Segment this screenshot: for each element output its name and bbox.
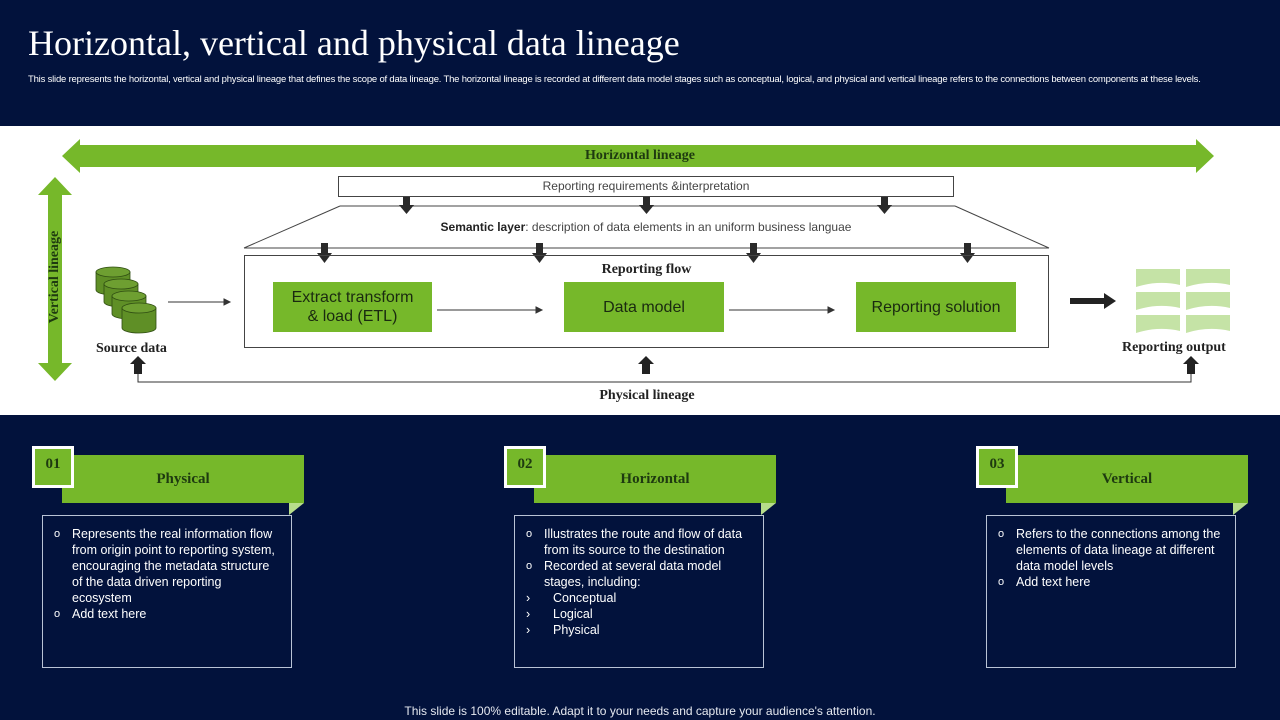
card-physical: Physical 01 Represents the real informat…	[32, 446, 312, 670]
card-title: Horizontal	[534, 455, 776, 503]
banner-fold	[761, 503, 776, 515]
up-arrows-physical	[130, 356, 1199, 374]
up-arrow-icon	[638, 356, 654, 374]
physical-lineage-line	[137, 372, 1192, 383]
bullet-item: Add text here	[997, 574, 1225, 590]
up-arrow-icon	[1183, 356, 1199, 374]
banner-fold	[1233, 503, 1248, 515]
down-arrow-icon	[532, 243, 547, 263]
card-body: Illustrates the route and flow of data f…	[514, 515, 764, 668]
down-arrows-semantic	[317, 243, 975, 263]
vertical-lineage-label: Vertical lineage	[47, 230, 62, 324]
semantic-layer-label: Semantic layer	[440, 220, 526, 234]
card-number: 03	[976, 446, 1018, 488]
semantic-layer-description: : description of data elements in an uni…	[525, 220, 852, 234]
reporting-output-label: Reporting output	[1122, 340, 1226, 355]
bullet-item: Add text here	[53, 606, 281, 622]
card-number: 01	[32, 446, 74, 488]
sub-bullet-item: Conceptual	[525, 590, 753, 606]
card-body: Represents the real information flow fro…	[42, 515, 292, 668]
up-arrow-icon	[130, 356, 146, 374]
page-title: Horizontal, vertical and physical data l…	[28, 23, 680, 63]
down-arrow-icon	[317, 243, 332, 263]
bullet-item: Illustrates the route and flow of data f…	[525, 526, 753, 558]
sub-bullet-item: Logical	[525, 606, 753, 622]
semantic-right-line	[954, 205, 1050, 249]
arrowhead-icon	[827, 306, 836, 314]
down-arrow-icon	[639, 195, 654, 214]
database-stack-icon	[95, 266, 157, 334]
arrowhead-icon	[223, 298, 232, 306]
step-etl: Extract transform & load (ETL)	[273, 282, 432, 332]
bullet-item: Recorded at several data model stages, i…	[525, 558, 753, 590]
reporting-flow-box	[244, 255, 1049, 348]
bullet-item: Represents the real information flow fro…	[53, 526, 281, 606]
down-arrow-icon	[746, 243, 761, 263]
card-vertical: Vertical 03 Refers to the connections am…	[976, 446, 1256, 670]
physical-lineage-label: Physical lineage	[599, 388, 695, 403]
source-data-label: Source data	[96, 341, 167, 356]
card-title: Physical	[62, 455, 304, 503]
card-title: Vertical	[1006, 455, 1248, 503]
flow-connectors	[168, 298, 836, 314]
down-arrow-icon	[399, 195, 414, 214]
footer-note: This slide is 100% editable. Adapt it to…	[404, 704, 876, 718]
down-arrow-icon	[877, 195, 892, 214]
page-subtitle: This slide represents the horizontal, ve…	[28, 74, 1201, 85]
sub-bullet-item: Physical	[525, 622, 753, 638]
step-data-model: Data model	[564, 282, 724, 332]
lineage-diagram: Horizontal lineage Vertical lineage Repo…	[0, 126, 1280, 415]
horizontal-lineage-label: Horizontal lineage	[584, 148, 696, 163]
bullet-item: Refers to the connections among the elem…	[997, 526, 1225, 574]
header: Horizontal, vertical and physical data l…	[0, 0, 1280, 126]
horizontal-lineage-arrow	[62, 139, 1214, 173]
down-arrows-requirements	[399, 195, 892, 214]
semantic-layer-text: Semantic layer: description of data elem…	[244, 220, 1048, 234]
vertical-lineage-arrow	[38, 177, 72, 381]
card-body: Refers to the connections among the elem…	[986, 515, 1236, 668]
card-number: 02	[504, 446, 546, 488]
step-reporting-solution: Reporting solution	[856, 282, 1016, 332]
down-arrow-icon	[960, 243, 975, 263]
report-grid-icon	[1136, 269, 1230, 333]
banner-fold	[289, 503, 304, 515]
reporting-flow-title: Reporting flow	[601, 262, 692, 277]
arrowhead-icon	[535, 306, 544, 314]
card-horizontal: Horizontal 02 Illustrates the route and …	[504, 446, 784, 670]
semantic-left-line	[243, 205, 341, 249]
bold-right-arrow-icon	[1070, 293, 1116, 309]
diagram-graphics	[38, 139, 1230, 383]
reporting-requirements-box: Reporting requirements &interpretation	[338, 176, 954, 197]
